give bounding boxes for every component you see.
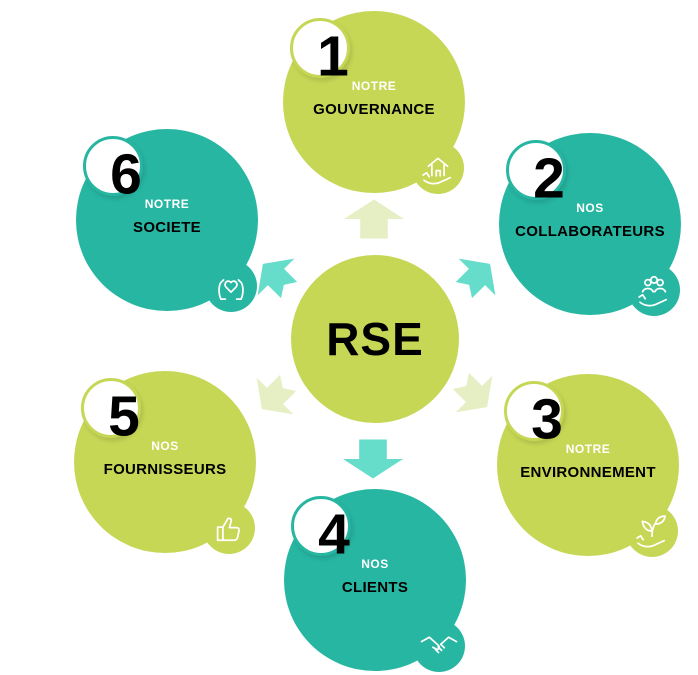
icon-bubble [413,620,465,672]
item-societe: 6 NOTRE SOCIETE [76,129,258,312]
number-badge [504,381,564,441]
item-labels: NOS COLLABORATEURS [499,201,681,240]
number-badge [290,18,350,78]
item-label-line2: GOUVERNANCE [313,101,435,118]
icon-bubble [412,142,464,194]
item-label-line1: NOS [576,201,604,215]
item-number: 5 [108,384,140,449]
icon-bubble [205,260,257,312]
item-clients: 4 NOS CLIENTS [284,489,466,672]
item-label-line2: COLLABORATEURS [515,223,665,240]
item-number: 6 [110,142,142,207]
number-badge [291,496,351,556]
hand-holding-people-icon [638,275,668,307]
item-label-line2: ENVIRONNEMENT [520,464,656,481]
arrow-down [343,440,403,479]
item-label-line1: NOTRE [565,442,611,456]
arrow-up [344,199,404,239]
hand-holding-plant-icon [636,515,666,548]
item-number: 4 [318,502,350,567]
item-collaborateurs: 2 NOS COLLABORATEURS [499,133,681,316]
item-label-line1: NOS [151,439,179,453]
item-label-line1: NOS [361,557,389,571]
number-badge [83,136,143,196]
item-label-line1: NOTRE [351,79,397,93]
handshake-icon [420,636,458,654]
number-badge [506,140,566,200]
item-gouvernance: 1 NOTRE GOUVERNANCE [283,11,465,194]
item-fournisseurs: 5 NOS FOURNISSEURS [74,371,256,554]
center-label: RSE [326,313,424,365]
number-badge [81,378,141,438]
icon-bubble [203,502,255,554]
item-environnement: 3 NOTRE ENVIRONNEMENT [497,374,679,557]
item-label-line1: NOTRE [144,197,190,211]
item-labels: NOTRE GOUVERNANCE [283,79,465,118]
item-labels: NOS CLIENTS [284,557,466,596]
icon-bubble [626,505,678,557]
item-label-line2: CLIENTS [341,579,409,596]
item-number: 3 [531,387,563,452]
thumbs-up-icon [216,517,240,542]
center-circle: RSE [291,255,459,423]
hand-holding-house-icon [422,157,452,185]
item-label-line2: SOCIETE [133,219,201,236]
hands-holding-heart-icon [218,279,244,300]
item-labels: NOTRE SOCIETE [76,197,258,236]
icon-bubble [628,264,680,316]
item-labels: NOTRE ENVIRONNEMENT [497,442,679,481]
item-number: 1 [317,24,349,89]
item-number: 2 [533,146,565,211]
item-labels: NOS FOURNISSEURS [74,439,256,478]
item-label-line2: FOURNISSEURS [103,461,227,478]
